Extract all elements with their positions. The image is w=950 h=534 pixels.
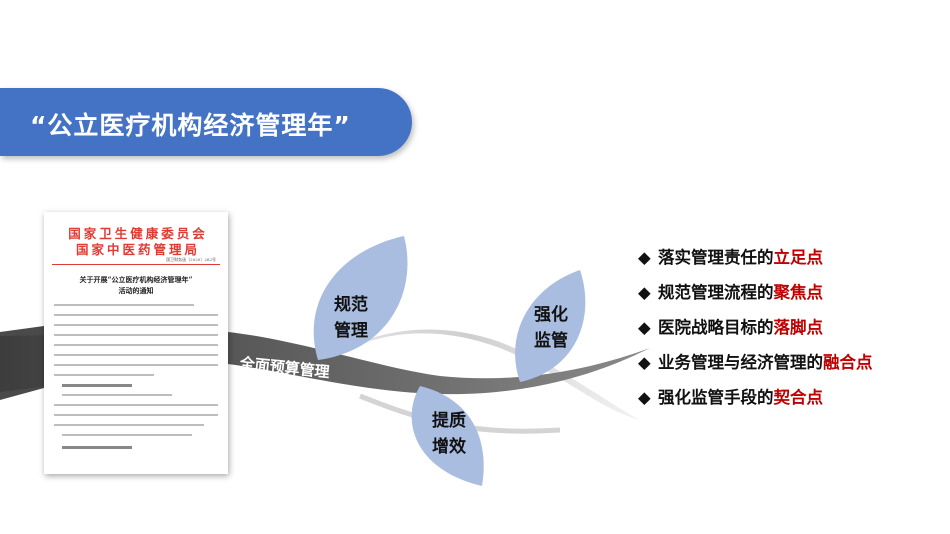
doc-body-line (54, 354, 218, 356)
title-banner: “公立医疗机构经济管理年” (0, 88, 412, 156)
doc-body-line (54, 374, 154, 376)
bullet-highlight: 立足点 (773, 248, 824, 267)
leaf-label-line: 提质 (432, 411, 466, 431)
notice-document-image: 国家卫生健康委员会 国家中医药管理局 国卫财务函〔2020〕262号 关于开展“… (44, 212, 228, 474)
leaf-guifan (313, 236, 408, 360)
doc-header-line1: 国家卫生健康委员会 (68, 226, 208, 241)
doc-body-line (54, 304, 194, 306)
doc-title-line1: 关于开展“公立医疗机构经济管理年” (79, 275, 193, 284)
leaf-label-line: 监管 (534, 331, 568, 351)
bullet-text: 强化监管手段的 (658, 388, 774, 407)
bullet-text: 医院战略目标的 (658, 318, 774, 337)
doc-body-line (54, 344, 218, 346)
bullet-item: ◆ 医院战略目标的落脚点 (638, 317, 873, 352)
doc-body-line (62, 434, 192, 436)
bullet-highlight: 融合点 (823, 353, 873, 372)
bullet-text: 业务管理与经济管理的 (658, 353, 823, 372)
bullet-item: ◆ 规范管理流程的聚焦点 (638, 282, 873, 317)
leaf-label-line: 规范 (334, 295, 368, 315)
leaf-label-line: 增效 (432, 437, 466, 457)
leaf-label-qianghua: 强化 监管 (534, 302, 568, 354)
doc-title-line2: 活动的通知 (118, 286, 154, 295)
doc-body-line (62, 394, 172, 396)
leaf-label-line: 管理 (334, 321, 368, 341)
leaf-qianghua (515, 270, 586, 382)
doc-body-line (54, 414, 218, 416)
leaf-tizhi (411, 386, 484, 486)
diamond-bullet-icon: ◆ (638, 318, 651, 337)
slide-title: “公立医疗机构经济管理年” (30, 111, 351, 140)
leaf-label-guifan: 规范 管理 (334, 292, 368, 344)
bullet-text: 落实管理责任的 (658, 248, 774, 267)
doc-title: 关于开展“公立医疗机构经济管理年” 活动的通知 (54, 274, 218, 296)
bullet-item: ◆ 业务管理与经济管理的融合点 (638, 352, 873, 387)
doc-body-line (54, 324, 218, 326)
doc-body-line (54, 334, 218, 336)
diamond-bullet-icon: ◆ (638, 283, 651, 302)
bullet-highlight: 落脚点 (773, 318, 824, 337)
bullet-text: 规范管理流程的 (658, 283, 774, 302)
diamond-bullet-icon: ◆ (638, 353, 651, 372)
bullet-item: ◆ 强化监管手段的契合点 (638, 387, 873, 422)
diamond-bullet-icon: ◆ (638, 388, 651, 407)
doc-red-rule (52, 264, 220, 265)
diamond-bullet-icon: ◆ (638, 248, 651, 267)
doc-body-line (54, 314, 218, 316)
doc-section-heading (62, 384, 132, 387)
bullet-list: ◆ 落实管理责任的立足点 ◆ 规范管理流程的聚焦点 ◆ 医院战略目标的落脚点 ◆ 业务管… (638, 247, 873, 422)
doc-body-line (54, 404, 218, 406)
doc-header-line2: 国家中医药管理局 (75, 242, 200, 257)
doc-section-heading (62, 446, 132, 449)
bullet-item: ◆ 落实管理责任的立足点 (638, 247, 873, 282)
bullet-highlight: 聚焦点 (773, 283, 824, 302)
leaf-label-line: 强化 (534, 305, 568, 325)
doc-body-line (54, 424, 204, 426)
doc-number: 国卫财务函〔2020〕262号 (166, 257, 216, 262)
doc-body-line (54, 364, 218, 366)
bullet-highlight: 契合点 (773, 388, 824, 407)
leaf-label-tizhi: 提质 增效 (432, 408, 466, 460)
